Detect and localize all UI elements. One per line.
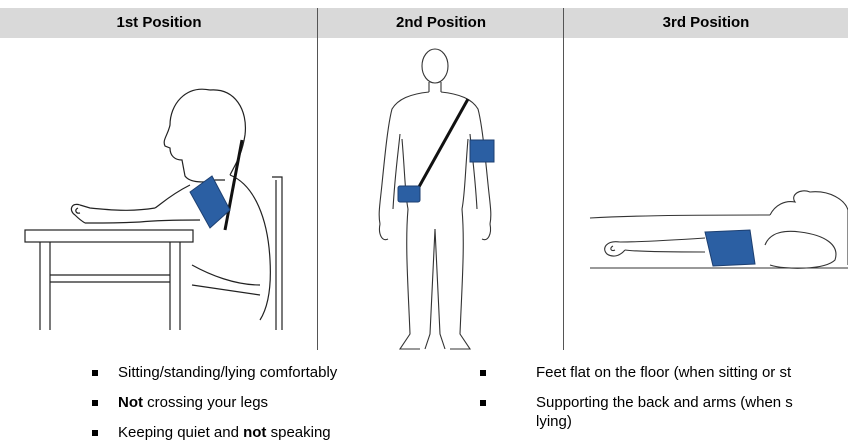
table-header-row: 1st Position 2nd Position 3rd Position — [0, 8, 848, 38]
bullet-text: Supporting the back and arms (when s — [536, 394, 793, 411]
text-segment: crossing your legs — [143, 394, 268, 411]
bullet-text: Feet flat on the floor (when sitting or … — [536, 364, 791, 381]
text-segment: Sitting/standing/lying comfortably — [118, 364, 337, 381]
bullet-text: Keeping quiet and not speaking — [118, 424, 331, 441]
bullet-icon — [92, 430, 98, 436]
text-segment: Feet flat on the floor (when sitting or … — [536, 364, 791, 381]
bullet-icon — [480, 370, 486, 376]
bullet-text: Sitting/standing/lying comfortably — [118, 364, 337, 381]
standing-person-illustration — [360, 44, 520, 356]
header-2nd-position: 2nd Position — [318, 8, 564, 38]
header-1st-position: 1st Position — [0, 8, 318, 38]
lying-person-illustration — [585, 180, 848, 280]
bullet-icon — [480, 400, 486, 406]
bullet-icon — [92, 370, 98, 376]
text-segment: speaking — [266, 424, 330, 441]
text-segment: Supporting the back and arms (when s — [536, 394, 793, 411]
header-3rd-position: 3rd Position — [564, 8, 848, 38]
seated-person-illustration — [20, 80, 300, 342]
emphasis-text: not — [243, 424, 266, 441]
bullet-text: Not crossing your legs — [118, 394, 268, 411]
text-segment: Keeping quiet and — [118, 424, 243, 441]
bullet-text: lying) — [536, 413, 572, 430]
column-divider — [317, 8, 318, 350]
column-divider — [563, 8, 564, 350]
emphasis-text: Not — [118, 394, 143, 411]
bullet-icon — [92, 400, 98, 406]
text-segment: lying) — [536, 413, 572, 430]
